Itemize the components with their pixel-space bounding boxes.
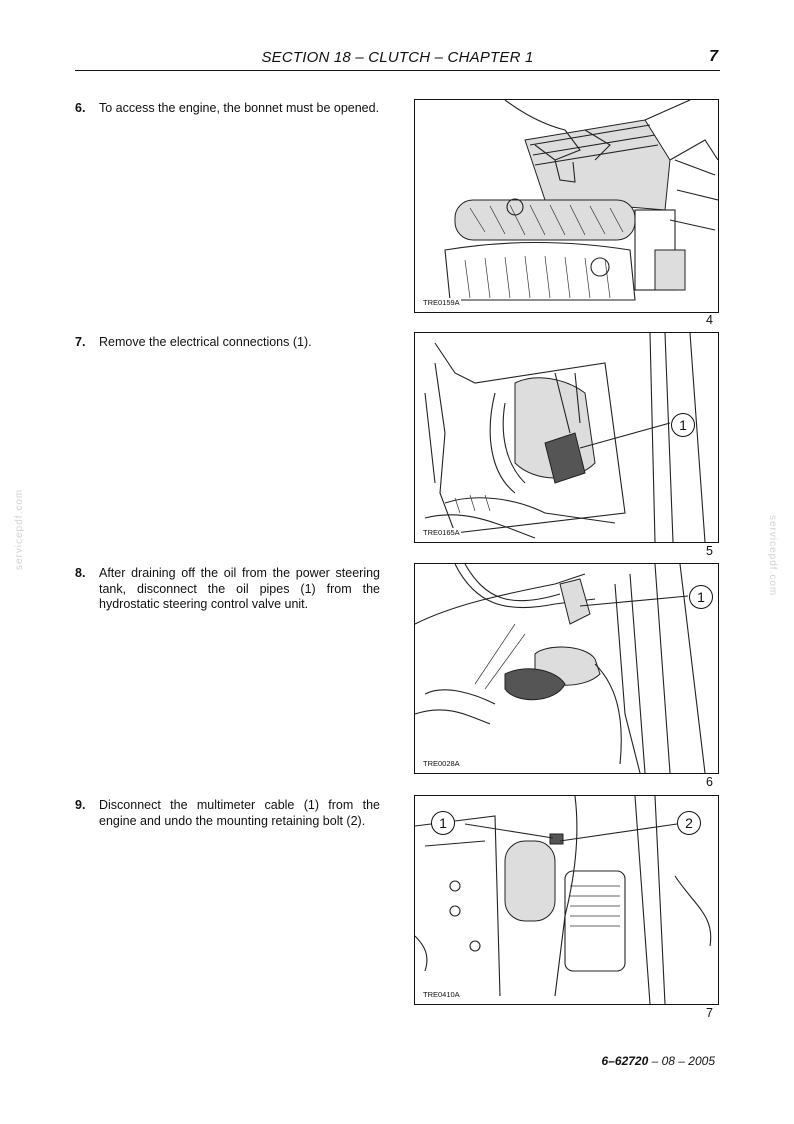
callout-1: 1: [431, 811, 455, 835]
oil-pipes-illustration: [415, 564, 706, 773]
page-header: SECTION 18 – CLUTCH – CHAPTER 1 7: [75, 46, 720, 71]
figure-code: TRE0159A: [422, 298, 461, 307]
figure-code: TRE0165A: [422, 528, 461, 537]
figure-number-5: 5: [706, 544, 713, 558]
step-number: 9.: [75, 798, 86, 812]
figure-number-6: 6: [706, 775, 713, 789]
callout-1: 1: [671, 413, 695, 437]
figure-6-oil-pipes: 1 TRE0028A: [414, 563, 719, 774]
watermark-left: servicepdf.com: [14, 488, 25, 570]
callout-2: 2: [677, 811, 701, 835]
document-date: – 08 – 2005: [648, 1054, 715, 1068]
step-9: 9. Disconnect the multimeter cable (1) f…: [75, 798, 380, 829]
step-text: Remove the electrical connections (1).: [99, 335, 312, 349]
figure-code: TRE0028A: [422, 759, 461, 768]
bonnet-illustration: [444, 100, 718, 301]
step-text: After draining off the oil from the powe…: [99, 566, 380, 611]
figure-number-4: 4: [706, 313, 713, 327]
page-number: 7: [709, 48, 718, 65]
multimeter-illustration: [415, 796, 712, 1004]
watermark-right: servicepdf.com: [767, 515, 778, 597]
step-number: 6.: [75, 101, 86, 115]
step-8: 8. After draining off the oil from the p…: [75, 566, 380, 613]
figure-7-multimeter-cable: 1 2 TRE0410A: [414, 795, 719, 1005]
section-title: SECTION 18 – CLUTCH – CHAPTER 1: [261, 49, 534, 66]
step-6: 6. To access the engine, the bonnet must…: [75, 101, 380, 117]
step-number: 8.: [75, 566, 86, 580]
figure-number-7: 7: [706, 1006, 713, 1020]
figure-5-electrical-connections: 1 TRE0165A: [414, 332, 719, 543]
figure-code: TRE0410A: [422, 990, 461, 999]
document-code: 6–62720: [601, 1054, 649, 1068]
step-7: 7. Remove the electrical connections (1)…: [75, 335, 380, 351]
electrical-illustration: [424, 333, 706, 542]
step-text: Disconnect the multimeter cable (1) from…: [99, 798, 380, 828]
callout-1: 1: [689, 585, 713, 609]
page-footer: 6–62720 – 08 – 2005: [500, 1054, 715, 1068]
figure-4-bonnet-open: TRE0159A: [414, 99, 719, 313]
step-text: To access the engine, the bonnet must be…: [99, 101, 380, 115]
step-number: 7.: [75, 335, 86, 349]
